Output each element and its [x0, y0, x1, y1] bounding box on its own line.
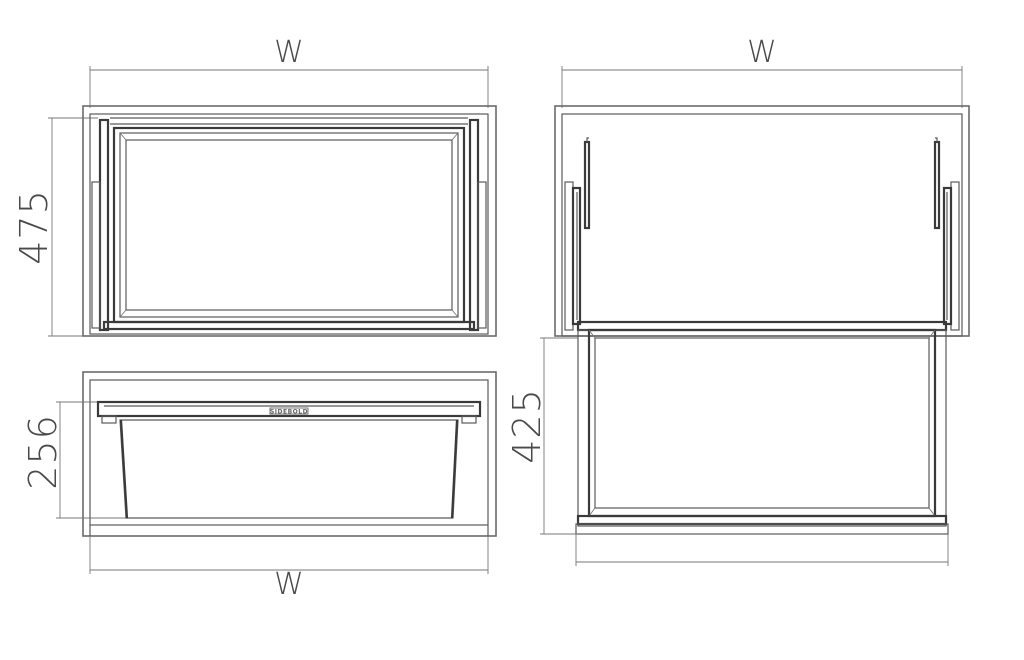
bottom-left-height-label: 256 [21, 414, 65, 490]
bottom-left-view: 256 SIDEBOLD W [21, 371, 497, 602]
top-left-width-label: W [274, 35, 304, 70]
right-height-label: 425 [505, 388, 549, 464]
bin-brand-label: SIDEBOLD [270, 408, 308, 415]
right-view: W 425 [505, 35, 970, 566]
bottom-left-width-label: W [274, 567, 304, 602]
top-left-view: W 475 [12, 35, 497, 337]
right-width-label: W [747, 35, 777, 70]
top-left-height-label: 475 [12, 189, 56, 265]
